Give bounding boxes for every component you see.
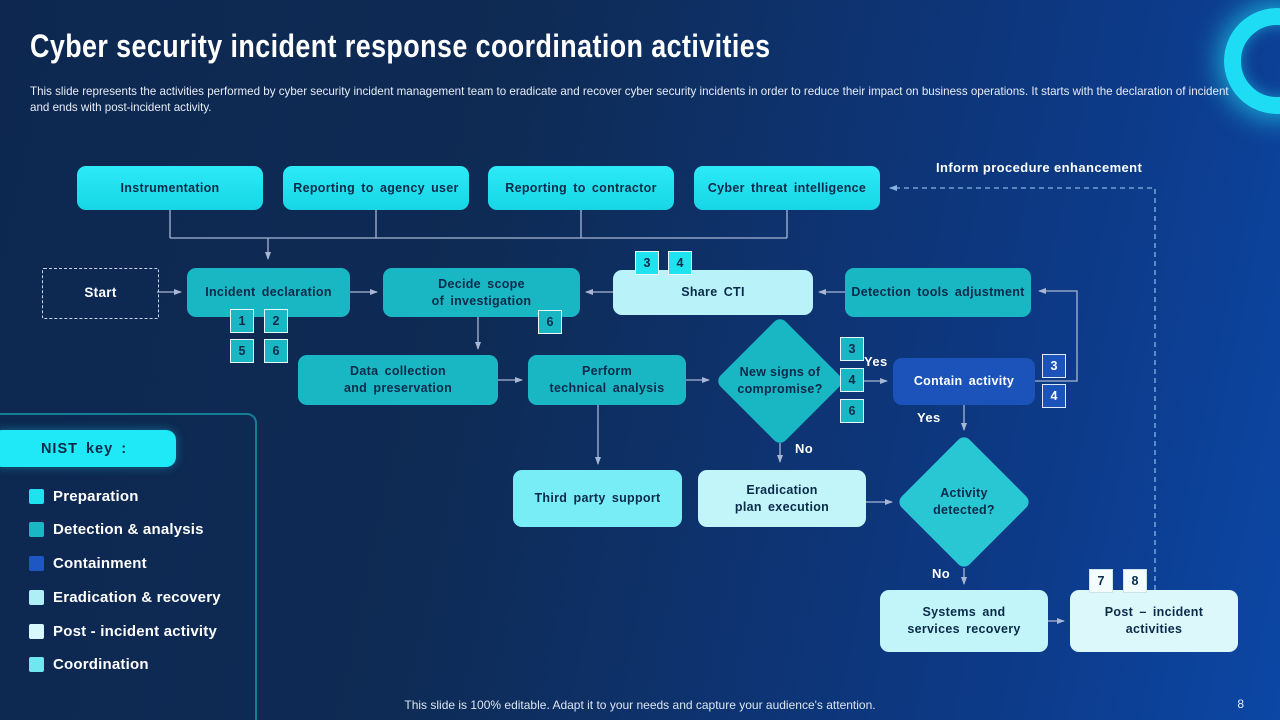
- node-activity-detected: Activity detected?: [896, 434, 1032, 570]
- nist-step-badge: 6: [264, 339, 288, 363]
- legend-color-chip: [29, 589, 44, 605]
- edge-label-no: No: [932, 566, 951, 581]
- legend-item-eradication-recovery: Eradication & recovery: [29, 587, 221, 607]
- legend-item-coordination: Coordination: [29, 655, 221, 675]
- legend-label: Post - incident activity: [53, 622, 217, 640]
- node-share-cti: Share CTI: [613, 270, 813, 315]
- node-third-party-support: Third party support: [513, 470, 682, 527]
- node-start: Start: [42, 268, 159, 319]
- node-technical-analysis: Perform technical analysis: [528, 355, 686, 405]
- nist-step-badge: 4: [840, 368, 864, 392]
- edge-label-inform-procedure: Inform procedure enhancement: [936, 160, 1143, 175]
- legend-color-chip: [29, 657, 44, 673]
- legend-item-preparation: Preparation: [29, 486, 221, 506]
- legend-color-chip: [29, 522, 44, 538]
- new-signs-label: New signs of compromise?: [737, 365, 823, 396]
- legend-label: Detection & analysis: [53, 521, 204, 539]
- nist-key-items: Preparation Detection & analysis Contain…: [29, 486, 221, 689]
- legend-label: Preparation: [53, 487, 139, 505]
- node-reporting-agency-user: Reporting to agency user: [283, 166, 469, 210]
- nist-key-title: NIST key :: [0, 430, 176, 467]
- legend-item-detection-analysis: Detection & analysis: [29, 520, 221, 540]
- node-eradication-plan: Eradication plan execution: [698, 470, 866, 527]
- page-title: Cyber security incident response coordin…: [30, 28, 771, 64]
- edge-label-yes: Yes: [917, 410, 941, 425]
- node-new-signs-of-compromise: New signs of compromise?: [714, 315, 846, 447]
- legend-item-containment: Containment: [29, 554, 221, 574]
- nist-step-badge: 6: [538, 310, 562, 334]
- nist-step-badge: 3: [840, 337, 864, 361]
- legend-color-chip: [29, 488, 44, 504]
- legend-color-chip: [29, 556, 44, 572]
- legend-label: Coordination: [53, 656, 149, 674]
- nist-step-badge: 1: [230, 309, 254, 333]
- footer-note: This slide is 100% editable. Adapt it to…: [404, 698, 876, 712]
- slide-description: This slide represents the activities per…: [30, 85, 1229, 115]
- node-contain-activity: Contain activity: [893, 358, 1035, 405]
- nist-step-badge: 3: [635, 251, 659, 275]
- node-cyber-threat-intelligence: Cyber threat intelligence: [694, 166, 880, 210]
- nist-key-panel: [0, 413, 257, 720]
- legend-item-post-incident: Post - incident activity: [29, 621, 221, 641]
- node-incident-declaration: Incident declaration: [187, 268, 350, 317]
- node-post-incident: Post – incident activities: [1070, 590, 1238, 652]
- legend-label: Containment: [53, 555, 147, 573]
- nist-step-badge: 3: [1042, 354, 1066, 378]
- edge-label-yes: Yes: [864, 354, 888, 369]
- activity-detected-label: Activity detected?: [933, 486, 995, 517]
- node-decide-scope: Decide scope of investigation: [383, 268, 580, 317]
- legend-label: Eradication & recovery: [53, 588, 221, 606]
- nist-step-badge: 4: [1042, 384, 1066, 408]
- node-systems-recovery: Systems and services recovery: [880, 590, 1048, 652]
- edge-label-no: No: [795, 441, 814, 456]
- nist-step-badge: 8: [1123, 569, 1147, 593]
- node-data-collection: Data collection and preservation: [298, 355, 498, 405]
- node-reporting-contractor: Reporting to contractor: [488, 166, 674, 210]
- page-number: 8: [1237, 697, 1244, 711]
- nist-step-badge: 2: [264, 309, 288, 333]
- node-instrumentation: Instrumentation: [77, 166, 263, 210]
- nist-step-badge: 4: [668, 251, 692, 275]
- legend-color-chip: [29, 623, 44, 639]
- node-detection-tools-adjustment: Detection tools adjustment: [845, 268, 1031, 317]
- nist-step-badge: 5: [230, 339, 254, 363]
- nist-step-badge: 7: [1089, 569, 1113, 593]
- nist-step-badge: 6: [840, 399, 864, 423]
